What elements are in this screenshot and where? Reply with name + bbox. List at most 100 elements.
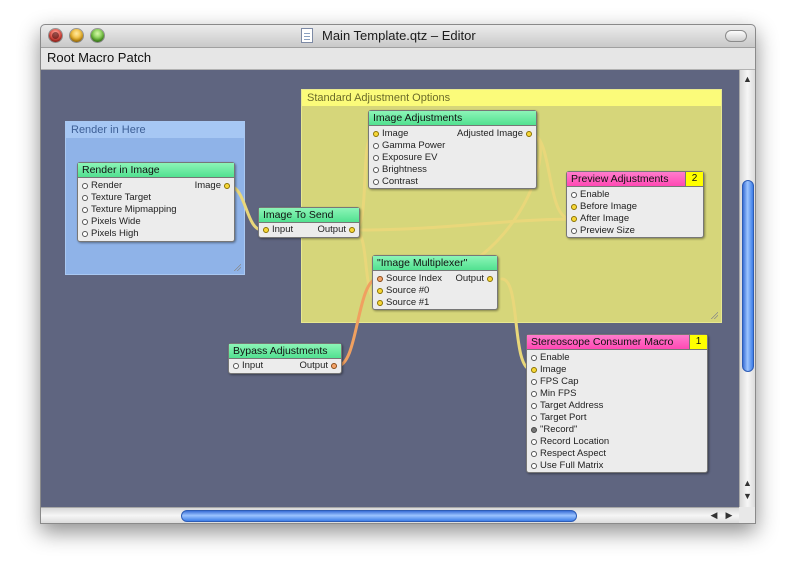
zoom-button[interactable] [91,29,104,42]
vertical-scroll-thumb[interactable] [742,180,754,372]
port-dot-icon [377,300,383,306]
port-label: Target Port [540,412,587,423]
patch-render-in-image[interactable]: Render in Image Render Texture Target Te… [77,162,235,242]
input-port[interactable]: Target Port [531,412,586,424]
port-label: Respect Aspect [540,448,607,459]
input-port[interactable]: Enable [531,352,570,364]
port-label: Brightness [382,164,427,175]
vertical-scrollbar[interactable]: ▲ ▲ ▼ [739,70,755,507]
scroll-up-icon[interactable]: ▲ [743,478,752,488]
input-port[interactable]: Source #1 [377,297,429,309]
port-dot-icon [82,231,88,237]
port-label: Image [540,364,567,375]
wire-send-to-preview-before[interactable] [352,217,573,232]
resize-grip-icon[interactable] [710,311,718,319]
port-label: Exposure EV [382,152,438,163]
port-dot-icon [233,363,239,369]
port-label: Before Image [580,201,638,212]
horizontal-scrollbar[interactable]: ◀ ▶ [41,507,755,523]
patch-title: Render in Image [78,163,234,178]
port-label: Pixels High [91,228,139,239]
port-label: Adjusted Image [456,128,523,139]
patch-bypass-adjustments[interactable]: Bypass Adjustments Input Output [228,343,342,374]
port-label: Output [299,360,328,371]
port-label: FPS Cap [540,376,579,387]
scroll-up-top-icon[interactable]: ▲ [743,74,752,84]
port-label: Record Location [540,436,610,447]
document-icon[interactable] [301,28,313,43]
input-port[interactable]: Use Full Matrix [531,460,603,472]
port-dot-icon [571,228,577,234]
input-port[interactable]: Source Index [377,273,442,285]
port-dot-icon [531,355,537,361]
input-port[interactable]: Gamma Power [373,140,445,152]
patch-title: Image Adjustments [369,111,536,126]
input-port[interactable]: Brightness [373,164,427,176]
patch-image-adjustments[interactable]: Image Adjustments Image Gamma Power Expo… [368,110,537,189]
input-port[interactable]: Pixels High [82,228,139,240]
input-port[interactable]: Source #0 [377,285,429,297]
port-label: Image [194,180,221,191]
input-port[interactable]: FPS Cap [531,376,579,388]
port-dot-icon [526,131,532,137]
output-port[interactable]: Output [317,224,355,236]
port-label: Gamma Power [382,140,446,151]
scroll-left-icon[interactable]: ◀ [710,510,718,520]
input-port[interactable]: Image [373,128,408,140]
scroll-down-icon[interactable]: ▼ [743,491,752,501]
port-label: Source #1 [386,297,430,308]
port-label: Input [242,360,264,371]
input-port[interactable]: Render [82,180,122,192]
input-port[interactable]: Respect Aspect [531,448,606,460]
port-dot-icon [531,391,537,397]
patch-image-multiplexer[interactable]: "Image Multiplexer" Source Index Source … [372,255,498,310]
window-resize-corner[interactable] [739,507,755,523]
horizontal-scroll-thumb[interactable] [181,510,577,522]
input-port[interactable]: Preview Size [571,225,635,237]
input-port[interactable]: Input [233,360,263,372]
port-label: Render [91,180,123,191]
input-port[interactable]: Min FPS [531,388,576,400]
port-label: Min FPS [540,388,577,399]
patch-image-to-send[interactable]: Image To Send Input Output [258,207,360,238]
input-port[interactable]: Image [531,364,566,376]
resize-grip-icon[interactable] [233,263,241,271]
port-label: Texture Mipmapping [91,204,177,215]
input-port[interactable]: Contrast [373,176,418,188]
title-bar[interactable]: Main Template.qtz – Editor [41,25,755,48]
minimize-button[interactable] [70,29,83,42]
region-title: Render in Here [66,122,244,138]
patch-title: Preview Adjustments [571,173,669,185]
input-port[interactable]: After Image [571,213,629,225]
input-port[interactable]: Texture Mipmapping [82,204,177,216]
scroll-right-icon[interactable]: ▶ [725,510,733,520]
patch-editor-canvas[interactable]: Render in Here Standard Adjustment Optio… [41,70,739,507]
patch-title: Bypass Adjustments [229,344,341,359]
input-port[interactable]: Before Image [571,201,637,213]
input-port[interactable]: "Record" [531,424,577,436]
port-dot-icon [377,276,383,282]
output-port[interactable]: Image [195,180,230,192]
input-port[interactable]: Target Address [531,400,603,412]
port-label: Use Full Matrix [540,460,604,471]
port-label: Input [272,224,294,235]
toolbar-toggle-button[interactable] [725,30,747,42]
port-dot-icon [373,167,379,173]
port-dot-icon [263,227,269,233]
input-port[interactable]: Input [263,224,293,236]
input-port[interactable]: Exposure EV [373,152,437,164]
port-label: Image [382,128,409,139]
output-port[interactable]: Adjusted Image [457,128,532,140]
input-port[interactable]: Pixels Wide [82,216,141,228]
output-port[interactable]: Output [299,360,337,372]
input-port[interactable]: Record Location [531,436,609,448]
output-port[interactable]: Output [455,273,493,285]
path-root-label[interactable]: Root Macro Patch [47,50,152,65]
input-port[interactable]: Enable [571,189,610,201]
port-label: Preview Size [580,225,635,236]
input-port[interactable]: Texture Target [82,192,151,204]
close-button[interactable] [49,29,62,42]
port-dot-icon [571,204,577,210]
